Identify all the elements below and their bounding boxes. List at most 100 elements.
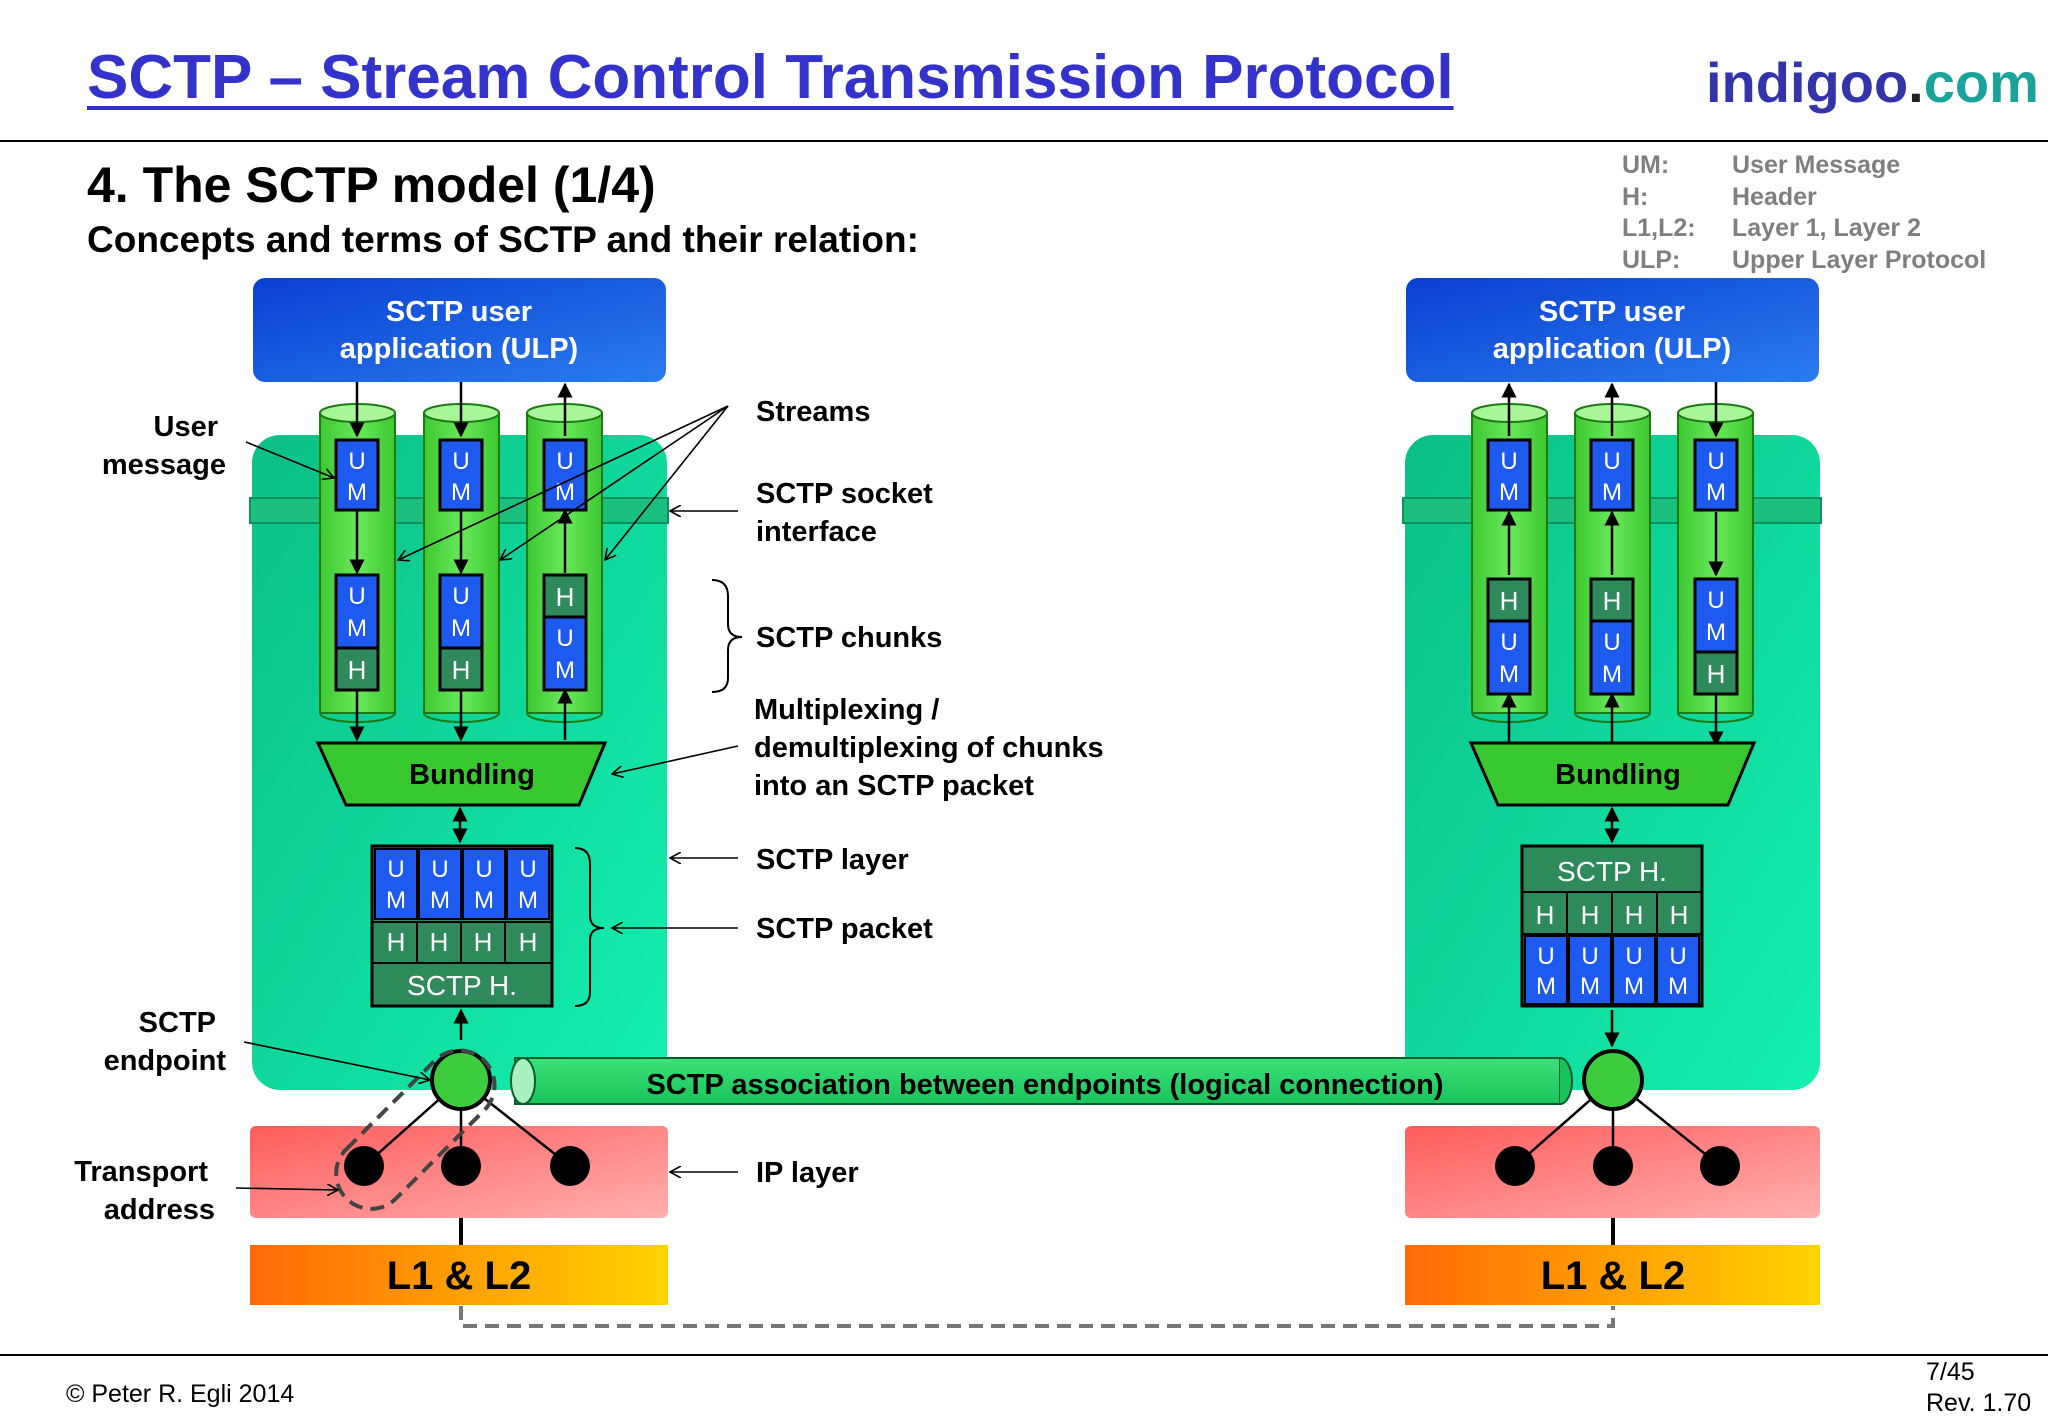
section-heading: 4. The SCTP model (1/4) [87, 157, 656, 213]
ip-address-dot [1593, 1146, 1633, 1186]
physical-link-line [459, 1306, 1615, 1328]
annotations: User message Streams SCTP socket interfa… [74, 396, 1103, 1226]
annotation-transport-2: address [104, 1194, 215, 1226]
legend-row: UM:User Message [1622, 150, 1986, 182]
svg-text:M: M [1499, 661, 1519, 688]
user-message-box: UM [1589, 438, 1635, 512]
sctp-packet: SCTP H. H H H H UM UM UM UM [1520, 844, 1704, 1008]
svg-text:M: M [1706, 479, 1726, 506]
svg-text:H: H [1500, 586, 1519, 616]
annotation-endpoint-2: endpoint [104, 1045, 227, 1077]
svg-text:M: M [474, 887, 494, 914]
brand-part1: indigoo [1706, 51, 1909, 114]
svg-text:M: M [1668, 973, 1688, 1000]
revision: Rev. 1.70 [1926, 1389, 2032, 1417]
annotation-transport-1: Transport [74, 1156, 208, 1188]
annotation-socket-2: interface [756, 516, 877, 548]
svg-text:H: H [452, 655, 471, 685]
svg-text:M: M [1499, 479, 1519, 506]
brand-part2: com [1923, 51, 2039, 114]
ulp-line1: SCTP user [386, 296, 532, 328]
annotation-endpoint-1: SCTP [139, 1007, 216, 1039]
svg-text:H: H [474, 927, 493, 957]
left-endpoint-stack: SCTP user application (ULP) [249, 278, 669, 1305]
svg-text:M: M [555, 657, 575, 684]
svg-text:U: U [519, 856, 536, 883]
svg-text:H: H [348, 655, 367, 685]
svg-text:U: U [1625, 943, 1642, 970]
legend-row: ULP: Upper Layer Protocol [1622, 245, 1986, 277]
svg-text:H: H [1670, 900, 1689, 930]
sctp-packet: UM UM UM UM H H H H SCTP H. [370, 844, 554, 1008]
svg-text:U: U [1707, 587, 1724, 614]
footer-page-info: 7/45 Rev. 1.70 [1926, 1357, 2031, 1419]
l1l2-label: L1 & L2 [1541, 1254, 1685, 1298]
slide-title: SCTP – Stream Control Transmission Proto… [87, 43, 1454, 112]
svg-text:M: M [430, 887, 450, 914]
bundling-trapezoid [315, 741, 608, 807]
header-divider [0, 140, 2048, 142]
svg-text:U: U [556, 448, 573, 475]
svg-text:U: U [1707, 448, 1724, 475]
svg-text:U: U [348, 583, 365, 610]
svg-text:U: U [475, 856, 492, 883]
legend-meaning: Layer 1, Layer 2 [1732, 214, 1922, 242]
legend-abbr: ULP: [1622, 245, 1681, 274]
svg-text:M: M [1580, 973, 1600, 1000]
legend-abbr: UM: [1622, 151, 1670, 179]
sctp-chunk: UMH [1693, 577, 1739, 696]
svg-text:U: U [452, 583, 469, 610]
svg-text:M: M [1624, 973, 1644, 1000]
sctp-chunk: HUM [1589, 577, 1635, 696]
subtitle: Concepts and terms of SCTP and their rel… [87, 219, 919, 260]
sctp-chunk: UMH [438, 573, 484, 692]
annotation-sctp-packet: SCTP packet [756, 913, 933, 945]
right-endpoint-stack: SCTP user application (ULP) [1402, 278, 1822, 1305]
svg-text:H: H [430, 927, 449, 957]
svg-text:H: H [1625, 900, 1644, 930]
svg-text:SCTP H.: SCTP H. [407, 970, 517, 1001]
svg-text:H: H [1603, 586, 1622, 616]
footer-divider [0, 1354, 2048, 1356]
transport-address-outline [334, 1048, 497, 1211]
ip-address-dot [550, 1146, 590, 1186]
svg-text:U: U [1500, 448, 1517, 475]
svg-text:M: M [1706, 619, 1726, 646]
legend-meaning: Upper Layer Protocol [1732, 245, 1987, 274]
svg-text:U: U [1537, 943, 1554, 970]
annotation-ip-layer: IP layer [756, 1157, 859, 1189]
l1l2-box [1405, 1245, 1820, 1305]
l1l2-label: L1 & L2 [387, 1254, 531, 1298]
annotation-chunks: SCTP chunks [756, 622, 942, 654]
svg-text:M: M [451, 479, 471, 506]
association-pipe: SCTP association between endpoints (logi… [510, 1057, 1573, 1105]
annotation-user-message-1: User [154, 411, 219, 443]
ip-address-dot [441, 1146, 481, 1186]
bundling-trapezoid [1468, 741, 1757, 807]
svg-text:M: M [1602, 479, 1622, 506]
svg-text:SCTP H.: SCTP H. [1557, 856, 1667, 887]
svg-text:M: M [555, 479, 575, 506]
ulp-box [1406, 278, 1819, 382]
ip-address-dot [344, 1146, 384, 1186]
annotation-sctp-layer: SCTP layer [756, 844, 909, 876]
sctp-chunk: UMH [334, 573, 380, 692]
svg-text:U: U [1603, 448, 1620, 475]
svg-text:M: M [1602, 661, 1622, 688]
svg-text:M: M [518, 887, 538, 914]
svg-text:H: H [1536, 900, 1555, 930]
ulp-line2: application (ULP) [1493, 333, 1731, 365]
svg-text:U: U [387, 856, 404, 883]
svg-text:M: M [1536, 973, 1556, 1000]
legend-abbr: L1,L2: [1622, 214, 1696, 242]
svg-text:U: U [1581, 943, 1598, 970]
svg-text:M: M [386, 887, 406, 914]
user-message-box: UM [1693, 438, 1739, 512]
svg-text:U: U [452, 448, 469, 475]
annotation-mux-3: into an SCTP packet [754, 770, 1034, 802]
svg-text:H: H [556, 582, 575, 612]
bundling-label: Bundling [409, 759, 535, 791]
ip-address-dot [1495, 1146, 1535, 1186]
